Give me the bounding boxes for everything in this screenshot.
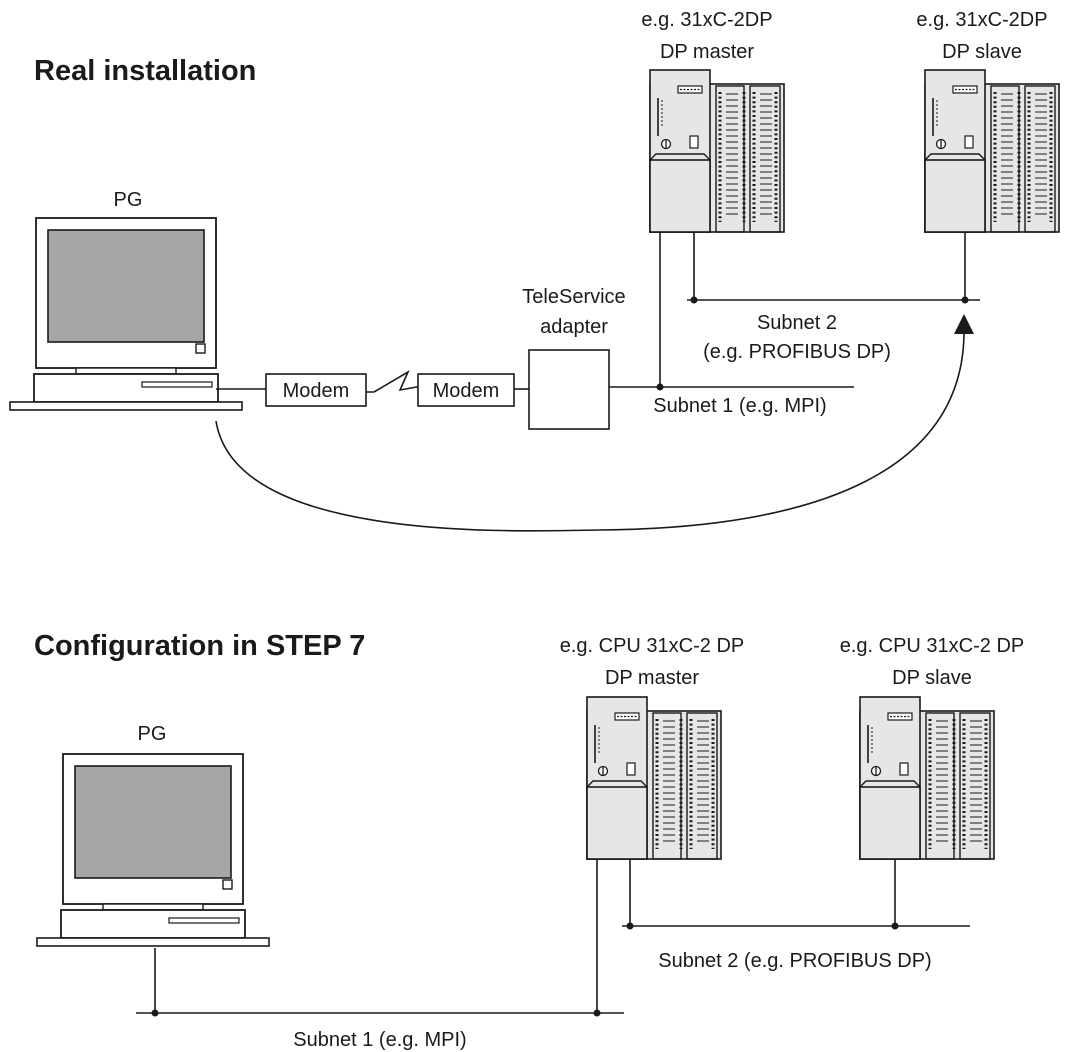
real-pg-label: PG <box>114 189 143 211</box>
real-subnet2-label-line1: Subnet 2 <box>757 312 837 334</box>
config-subnet1-label: Subnet 1 (e.g. MPI) <box>293 1029 466 1051</box>
telephone-link-zigzag <box>366 370 423 393</box>
real-subnet2-label-line2: (e.g. PROFIBUS DP) <box>703 341 891 363</box>
master-mpi-junction <box>656 383 664 391</box>
slave-dp-junction <box>961 296 969 304</box>
modem-right-box <box>417 373 515 407</box>
real-master-type: e.g. 31xC-2DP <box>641 9 772 31</box>
modem-left-box <box>265 373 367 407</box>
real-pg-computer-icon <box>9 217 243 411</box>
config-master-role: DP master <box>605 667 699 689</box>
config-subnet2-label: Subnet 2 (e.g. PROFIBUS DP) <box>658 950 931 972</box>
config-pg-computer-icon <box>36 753 270 947</box>
config-title: Configuration in STEP 7 <box>34 630 365 662</box>
config-slave-role: DP slave <box>892 667 972 689</box>
real-dp-master-plc-icon <box>648 68 786 234</box>
real-slave-role: DP slave <box>942 41 1022 63</box>
real-master-role: DP master <box>660 41 754 63</box>
routing-path-curve <box>215 333 965 532</box>
real-subnet1-label: Subnet 1 (e.g. MPI) <box>653 395 826 417</box>
config-slave-type: e.g. CPU 31xC-2 DP <box>840 635 1025 657</box>
adapter-label-line1: TeleService <box>522 286 625 308</box>
config-pg-label: PG <box>138 723 167 745</box>
modem-right-label: Modem <box>433 380 500 402</box>
routing-arrowhead-icon <box>954 314 974 334</box>
config-dp-master-plc-icon <box>585 695 723 861</box>
real-installation-title: Real installation <box>34 55 256 87</box>
config-dp-slave-plc-icon <box>858 695 996 861</box>
real-slave-type: e.g. 31xC-2DP <box>916 9 1047 31</box>
real-dp-slave-plc-icon <box>923 68 1061 234</box>
teleservice-adapter-box <box>528 349 610 430</box>
adapter-label-line2: adapter <box>540 316 608 338</box>
config-master-type: e.g. CPU 31xC-2 DP <box>560 635 745 657</box>
modem-left-label: Modem <box>283 380 350 402</box>
